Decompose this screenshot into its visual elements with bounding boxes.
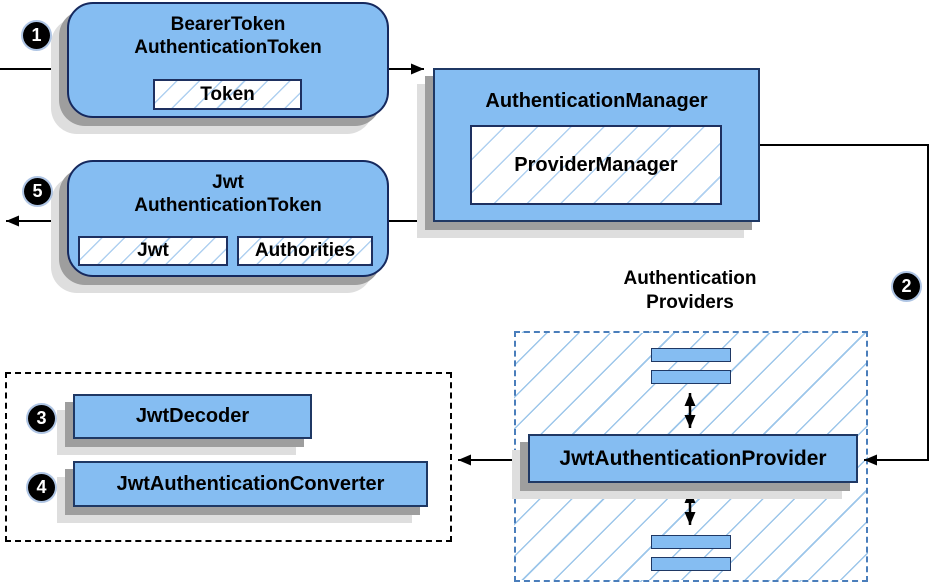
field-jwt-label: Jwt	[137, 240, 169, 261]
step-badge-2-number: 2	[901, 276, 912, 296]
step-badge-5-number: 5	[32, 181, 43, 201]
authentication-providers-label-line: Providers	[646, 292, 734, 313]
step-badge-3-number: 3	[36, 408, 47, 428]
field-jwt: Jwt	[78, 236, 228, 266]
node-title-line: BearerToken	[170, 14, 286, 35]
provider-stack-bar	[651, 557, 731, 571]
provider-manager-label: ProviderManager	[514, 153, 678, 176]
node-jwt-authentication-token: Jwt AuthenticationToken Jwt Authorities	[67, 160, 389, 277]
node-jwt-authentication-converter: JwtAuthenticationConverter	[73, 461, 428, 507]
step-badge-5: 5	[24, 178, 51, 205]
step-badge-4-number: 4	[36, 477, 47, 497]
step-badge-1: 1	[23, 22, 50, 49]
field-token-label: Token	[200, 83, 255, 105]
step-badge-2: 2	[893, 273, 920, 300]
node-title-line: Jwt	[212, 172, 244, 193]
provider-stack-bar	[651, 370, 731, 384]
provider-stack-bar	[651, 535, 731, 549]
node-bearer-token-authentication-token: BearerToken AuthenticationToken Token	[67, 2, 389, 118]
jwt-authentication-provider-label: JwtAuthenticationProvider	[559, 446, 827, 470]
field-authorities: Authorities	[237, 236, 373, 266]
node-jwt-authentication-provider: JwtAuthenticationProvider	[528, 434, 858, 483]
field-authorities-label: Authorities	[254, 240, 356, 261]
provider-manager-box: ProviderManager	[470, 125, 722, 205]
provider-stack-bar	[651, 348, 731, 362]
step-badge-3: 3	[28, 405, 55, 432]
arrow-manager-to-provider	[760, 144, 929, 466]
node-title-line: AuthenticationToken	[134, 195, 322, 216]
step-badge-4: 4	[28, 474, 55, 501]
authentication-providers-label: Authentication Providers	[560, 267, 820, 315]
node-title-line: AuthenticationToken	[134, 37, 322, 58]
node-authentication-manager: AuthenticationManager ProviderManager	[433, 68, 760, 222]
field-token: Token	[153, 79, 302, 110]
jwt-authentication-converter-label: JwtAuthenticationConverter	[116, 472, 385, 495]
authentication-manager-title: AuthenticationManager	[485, 90, 708, 112]
jwt-decoder-label: JwtDecoder	[135, 405, 250, 427]
decoder-converter-group-box	[5, 372, 452, 542]
step-badge-1-number: 1	[31, 25, 42, 45]
authentication-providers-label-line: Authentication	[623, 268, 757, 289]
node-jwt-decoder: JwtDecoder	[73, 394, 312, 439]
